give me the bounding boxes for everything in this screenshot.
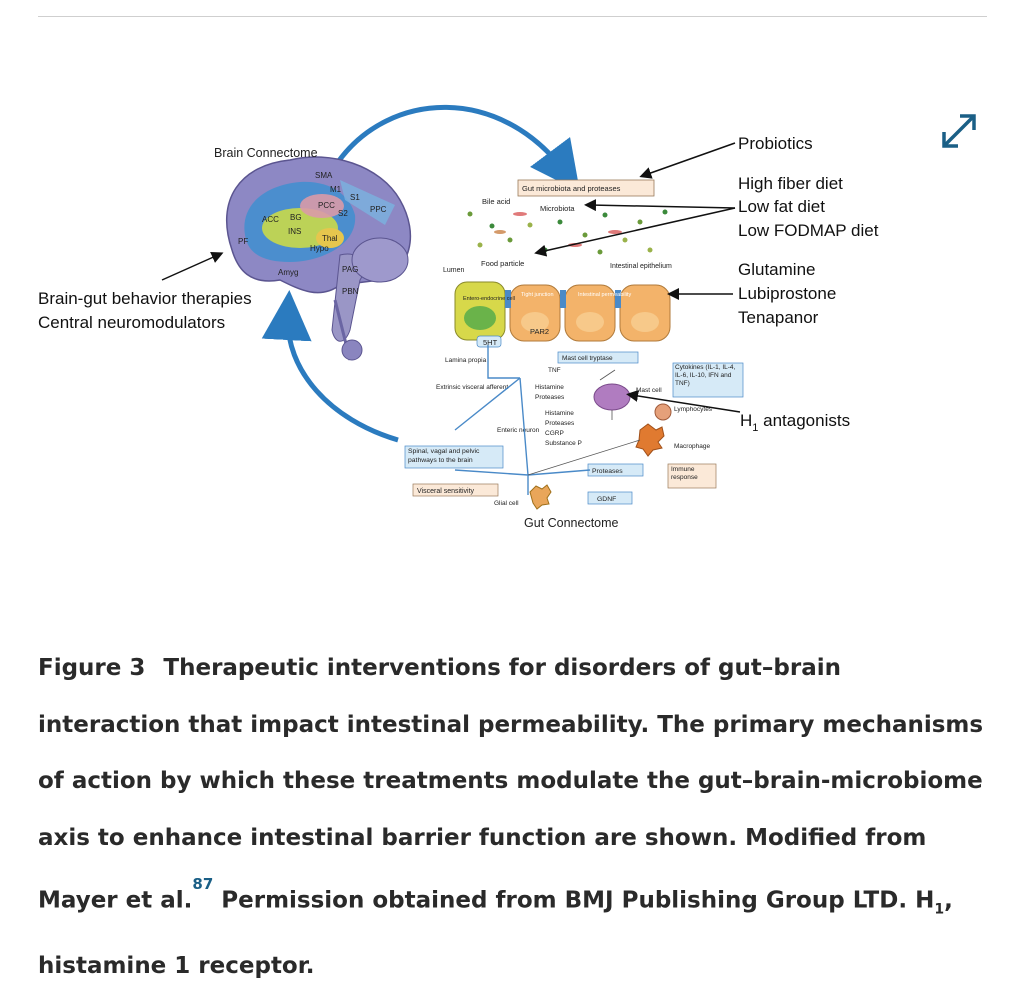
svg-text:Entero-endocrine cell: Entero-endocrine cell <box>463 296 515 302</box>
svg-text:Extrinsic visceral afferent: Extrinsic visceral afferent <box>436 384 508 391</box>
reference-link[interactable]: 87 <box>192 875 214 893</box>
brain-region-label: Hypo <box>310 244 329 253</box>
cytokines-box: Cytokines (IL-1, IL-4, IL-6, IL-10, IFN … <box>675 364 736 387</box>
svg-text:PAR2: PAR2 <box>530 327 549 336</box>
svg-text:Bile acid: Bile acid <box>482 197 510 206</box>
brain-region-label: S2 <box>338 209 348 218</box>
svg-text:CGRP: CGRP <box>545 430 564 437</box>
probiotics-label: Probiotics <box>738 134 813 153</box>
svg-text:Enteric neuron: Enteric neuron <box>497 427 540 434</box>
svg-text:Visceral sensitivity: Visceral sensitivity <box>417 488 475 495</box>
brain-connectome-label: Brain Connectome <box>214 146 318 160</box>
gut-to-brain-arrow <box>261 290 399 443</box>
svg-text:Histamine: Histamine <box>545 410 574 417</box>
neuromodulator-label: Central neuromodulators <box>38 313 225 332</box>
gut-brain-diagram: SMA M1 S1 PPC PCC S2 ACC BG INS Thal Hyp… <box>38 104 879 530</box>
brain-region-label: BG <box>290 213 302 222</box>
epithelium-cells <box>454 281 671 342</box>
svg-text:Mast cell tryptase: Mast cell tryptase <box>562 355 613 362</box>
svg-text:Intestinal permeability: Intestinal permeability <box>578 292 631 298</box>
brain-illustration: SMA M1 S1 PPC PCC S2 ACC BG INS Thal Hyp… <box>225 156 412 361</box>
svg-text:Mast cell: Mast cell <box>636 387 662 394</box>
svg-text:Lamina propia: Lamina propia <box>445 357 487 364</box>
svg-text:5HT: 5HT <box>483 338 498 347</box>
svg-text:Lymphocytes: Lymphocytes <box>674 406 713 413</box>
brain-to-gut-arrow <box>335 104 580 193</box>
top-divider <box>38 16 987 17</box>
svg-text:Lumen: Lumen <box>443 267 465 274</box>
microbiota-dots <box>467 209 668 255</box>
caption-subscript: 1 <box>934 901 945 918</box>
svg-text:GDNF: GDNF <box>597 496 616 503</box>
svg-text:Proteases: Proteases <box>592 468 623 475</box>
svg-text:Intestinal epithelium: Intestinal epithelium <box>610 263 672 270</box>
h1-antagonists-label: H1 antagonists <box>740 411 850 434</box>
brain-region-label: Amyg <box>278 268 298 277</box>
brain-region-label: S1 <box>350 193 360 202</box>
brain-region-label: M1 <box>330 185 342 194</box>
svg-text:Tight junction: Tight junction <box>521 292 554 298</box>
diet-label-fiber: High fiber diet <box>738 174 843 193</box>
enteric-mediator-list: Histamine Proteases CGRP Substance P <box>545 410 582 447</box>
brain-region-label: PCC <box>318 201 335 210</box>
gut-connectome-label: Gut Connectome <box>524 516 619 530</box>
brain-region-label: PPC <box>370 205 387 214</box>
spinal-pathways-box: Spinal, vagal and pelvic pathways to the… <box>408 448 480 464</box>
svg-text:Proteases: Proteases <box>535 394 565 401</box>
brain-region-label: PF <box>238 237 248 246</box>
brain-region-label: SMA <box>315 171 333 180</box>
svg-text:Proteases: Proteases <box>545 420 575 427</box>
therapy-label: Brain-gut behavior therapies <box>38 289 252 308</box>
brain-region-label: PBN <box>342 287 359 296</box>
brain-region-label: ACC <box>262 215 279 224</box>
gut-microbiota-box: Gut microbiota and proteases <box>522 184 621 193</box>
figure-caption: Figure 3 Therapeutic interventions for d… <box>38 640 988 994</box>
brain-region-label: PAG <box>342 265 358 274</box>
svg-text:Microbiota: Microbiota <box>540 204 575 213</box>
diet-label-fodmap: Low FODMAP diet <box>738 221 879 240</box>
figure-label: Figure 3 <box>38 655 146 681</box>
svg-text:Histamine: Histamine <box>535 384 564 391</box>
svg-text:Macrophage: Macrophage <box>674 443 711 450</box>
lubiprostone-label: Lubiprostone <box>738 284 836 303</box>
expand-icon[interactable] <box>938 110 980 152</box>
svg-text:Food particle: Food particle <box>481 259 524 268</box>
diet-label-fat: Low fat diet <box>738 197 825 216</box>
figure-image[interactable]: SMA M1 S1 PPC PCC S2 ACC BG INS Thal Hyp… <box>0 0 1024 600</box>
tenapanor-label: Tenapanor <box>738 308 819 327</box>
brain-region-label: Thal <box>322 234 338 243</box>
caption-text: Therapeutic interventions for disorders … <box>38 655 984 914</box>
svg-text:TNF: TNF <box>548 367 561 374</box>
svg-text:Substance P: Substance P <box>545 440 582 447</box>
glutamine-label: Glutamine <box>738 260 815 279</box>
caption-text-2: Permission obtained from BMJ Publishing … <box>213 887 935 914</box>
svg-text:Glial cell: Glial cell <box>494 500 519 507</box>
brain-region-label: INS <box>288 227 301 236</box>
